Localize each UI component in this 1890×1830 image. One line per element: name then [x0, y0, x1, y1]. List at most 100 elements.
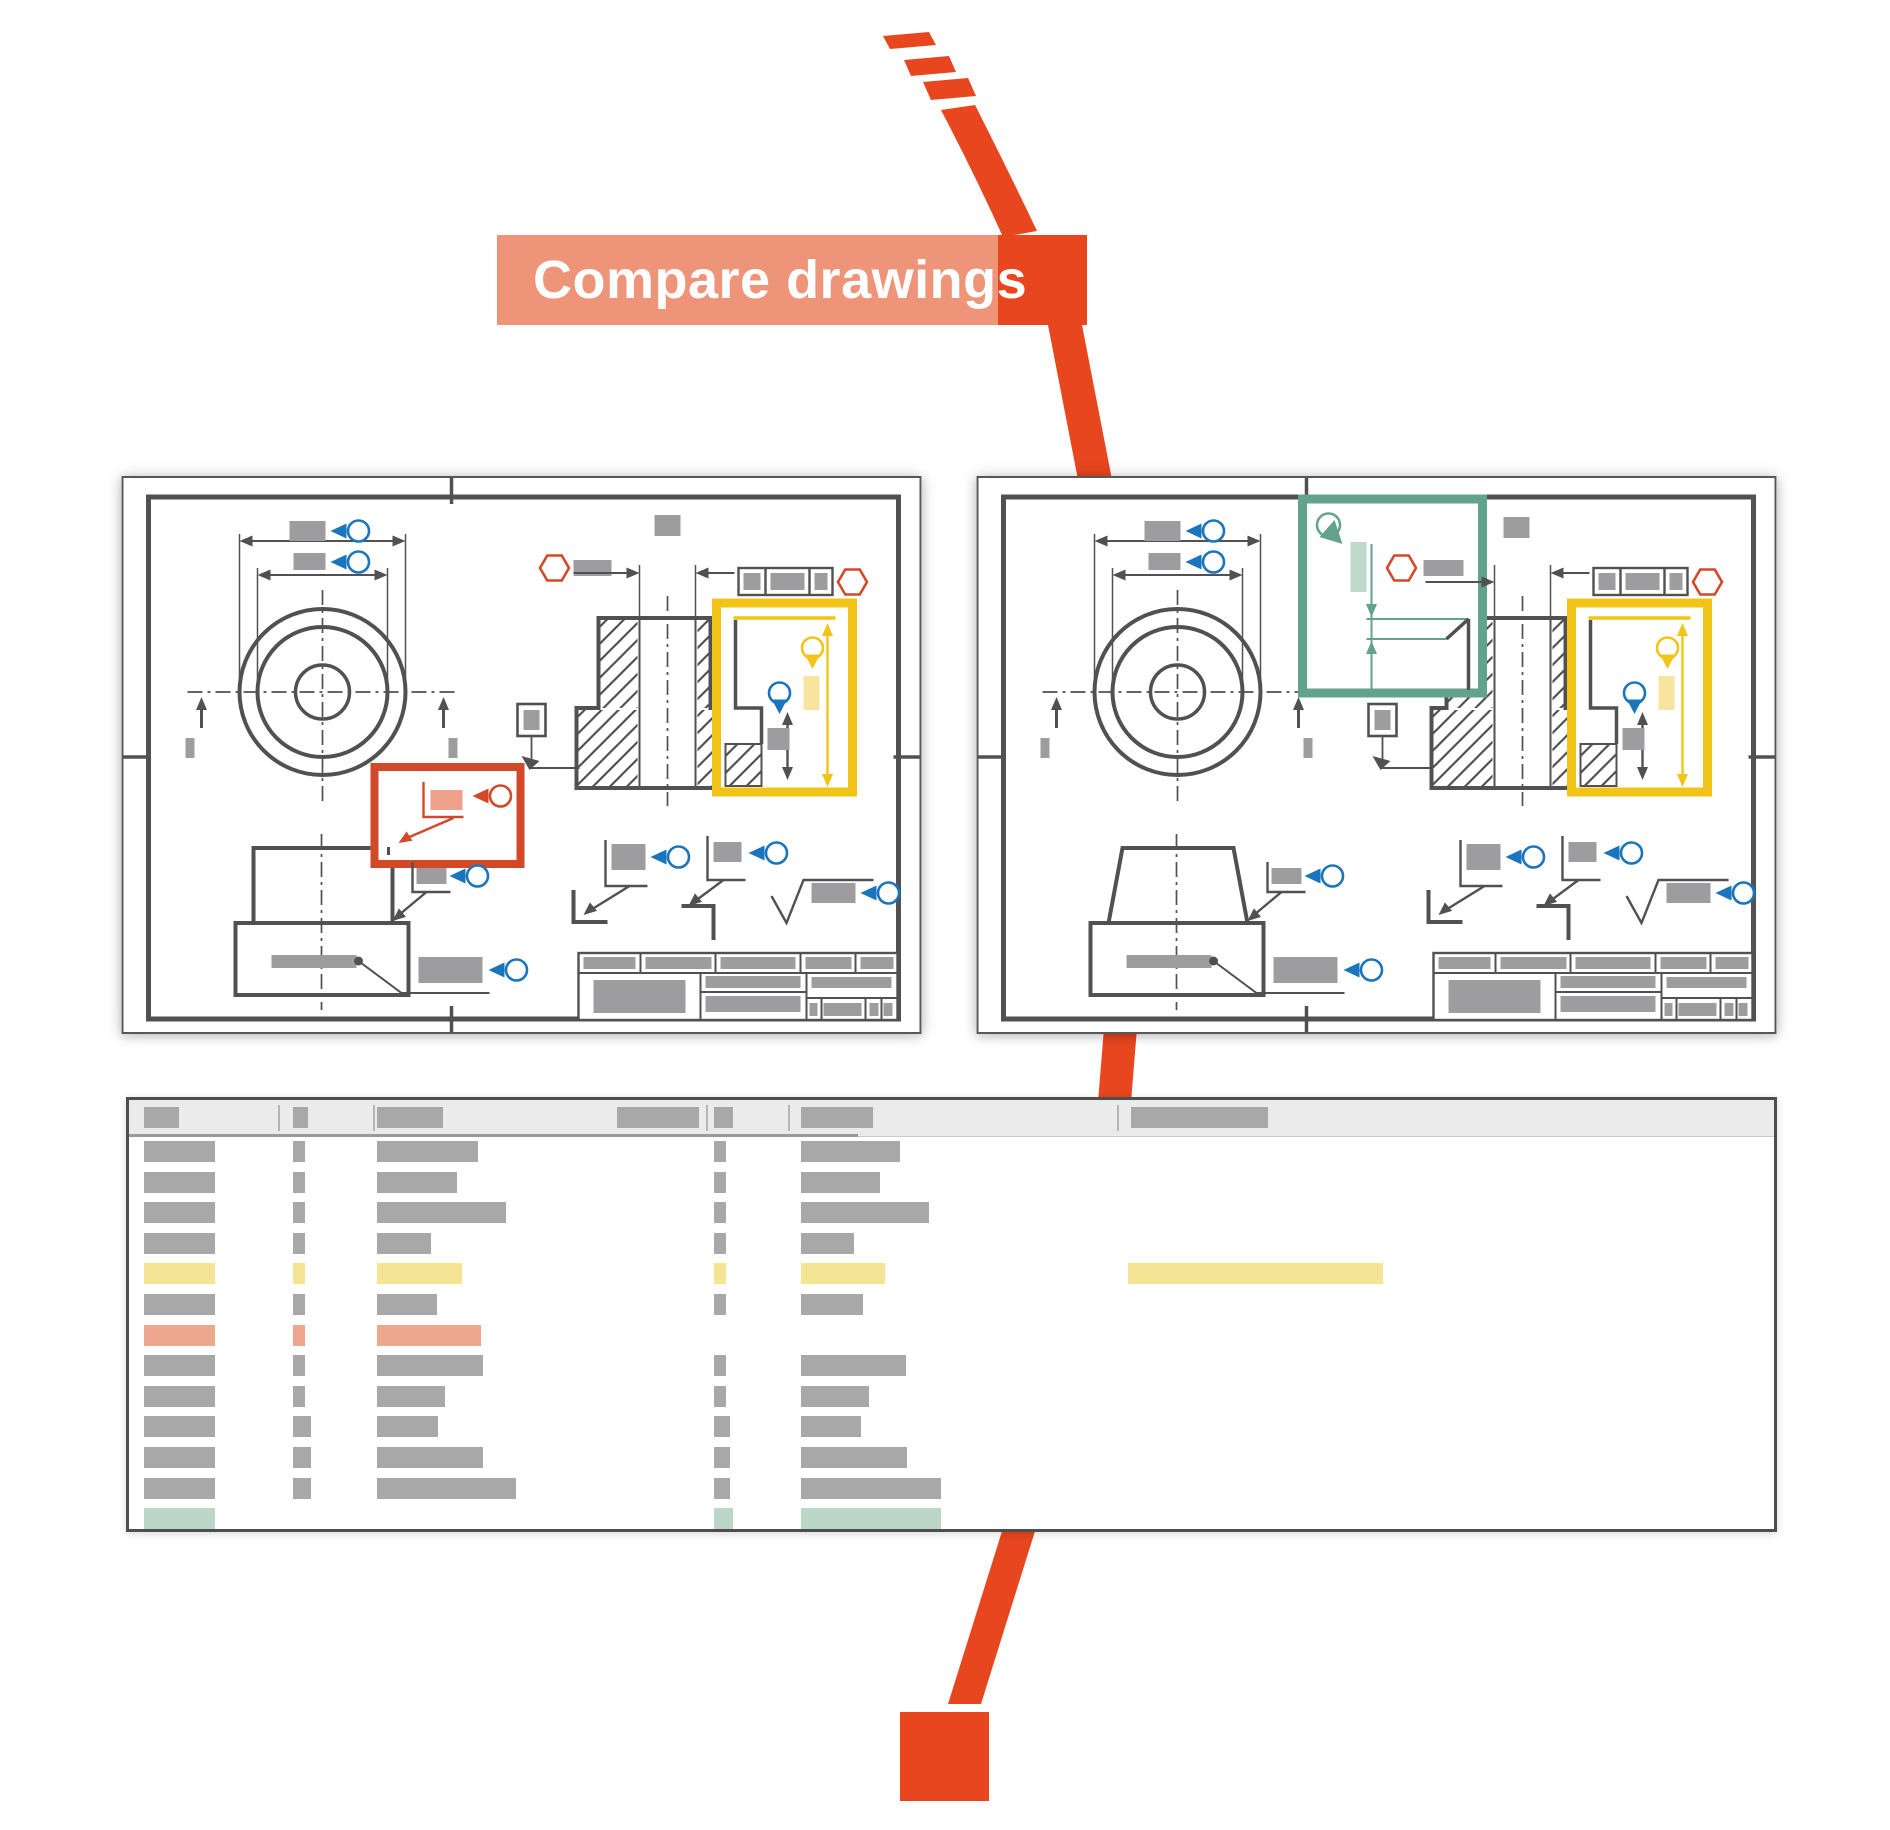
flow-endpoint-square [900, 1712, 989, 1801]
cell-bar [144, 1141, 215, 1162]
cell-bar [377, 1171, 457, 1193]
removed-annotation-highlight-box[interactable] [370, 763, 525, 868]
cell-bar [801, 1263, 885, 1285]
table-row-normal[interactable] [129, 1447, 1774, 1468]
cell-bar [293, 1416, 311, 1438]
banner-label: Compare drawings [533, 250, 1028, 310]
cell-bar [293, 1232, 305, 1254]
cell-bar [377, 1202, 506, 1224]
cell-bar [377, 1324, 481, 1346]
cell-bar [293, 1385, 305, 1407]
header-divider [1117, 1105, 1119, 1131]
green-balloon-icon [1319, 520, 1343, 544]
cell-bar [377, 1355, 483, 1377]
cell-bar [1128, 1263, 1383, 1285]
cell-bar [714, 1508, 733, 1530]
feature-banner: Compare drawings [497, 235, 1028, 325]
cell-bar [801, 1508, 941, 1530]
cell-bar [801, 1171, 880, 1193]
flow-node-square [998, 235, 1087, 325]
cell-bar [377, 1141, 478, 1162]
cell-bar [801, 1385, 869, 1407]
table-row-added[interactable] [129, 1508, 1774, 1530]
cell-bar [377, 1416, 438, 1438]
flow-dash [883, 32, 936, 49]
cell-bar [714, 1141, 726, 1162]
cell-bar [144, 1202, 215, 1224]
cell-bar [293, 1202, 305, 1224]
flow-segment [941, 105, 1037, 237]
cell-bar [801, 1202, 929, 1224]
cell-bar [714, 1171, 726, 1193]
cell-bar [801, 1447, 907, 1468]
comparison-results-table[interactable] [126, 1097, 1777, 1532]
cell-bar [144, 1416, 215, 1438]
cell-bar [801, 1141, 900, 1162]
flow-segment [948, 1528, 1036, 1704]
cell-bar [377, 1385, 445, 1407]
header-cell-bar [617, 1107, 699, 1128]
drawing-right-canvas[interactable] [976, 476, 1777, 1034]
cell-bar [714, 1202, 726, 1224]
table-row-normal[interactable] [129, 1202, 1774, 1224]
flow-dash [904, 56, 956, 76]
cell-bar [144, 1232, 215, 1254]
table-row-normal[interactable] [129, 1477, 1774, 1499]
cell-bar [144, 1263, 215, 1285]
cell-bar [293, 1171, 305, 1193]
cell-bar [377, 1232, 431, 1254]
cell-bar [144, 1477, 215, 1499]
cell-bar [144, 1508, 215, 1530]
header-cell-bar [801, 1107, 873, 1128]
cell-bar [714, 1294, 726, 1315]
header-cell-bar [1131, 1107, 1268, 1128]
table-row-normal[interactable] [129, 1294, 1774, 1315]
cell-bar [801, 1477, 941, 1499]
header-divider [706, 1105, 708, 1131]
note-dimension [538, 554, 640, 582]
cell-bar [293, 1355, 305, 1377]
cell-bar [377, 1447, 483, 1468]
table-row-removed[interactable] [129, 1324, 1774, 1346]
header-underline [129, 1134, 858, 1137]
flow-segment [1048, 325, 1114, 490]
cell-bar [714, 1263, 726, 1285]
cell-bar [144, 1294, 215, 1315]
table-header [129, 1100, 1774, 1137]
cell-bar [293, 1447, 311, 1468]
cell-bar [801, 1294, 863, 1315]
cell-bar [801, 1416, 861, 1438]
table-row-modified[interactable] [129, 1263, 1774, 1285]
table-row-normal[interactable] [129, 1385, 1774, 1407]
drawing-left-canvas[interactable] [121, 476, 922, 1034]
cell-bar [293, 1324, 305, 1346]
flow-segment [1098, 1028, 1137, 1102]
cell-bar [144, 1355, 215, 1377]
note-mark [1503, 517, 1530, 538]
cell-bar [714, 1232, 726, 1254]
header-cell-bar [144, 1107, 179, 1128]
cell-bar [293, 1477, 311, 1499]
table-row-normal[interactable] [129, 1416, 1774, 1438]
header-cell-bar [293, 1107, 308, 1128]
cell-bar [714, 1447, 730, 1468]
cell-bar [144, 1385, 215, 1407]
table-row-normal[interactable] [129, 1171, 1774, 1193]
cell-bar [714, 1355, 726, 1377]
header-cell-bar [714, 1107, 733, 1128]
flow-dash [923, 78, 976, 100]
cell-bar [714, 1416, 730, 1438]
cell-bar [714, 1385, 726, 1407]
cell-bar [144, 1324, 215, 1346]
added-annotation-highlight-box[interactable] [1298, 494, 1495, 698]
table-row-normal[interactable] [129, 1232, 1774, 1254]
header-cell-bar [377, 1107, 443, 1128]
table-row-normal[interactable] [129, 1141, 1774, 1162]
cell-bar [293, 1141, 305, 1162]
cell-bar [293, 1294, 305, 1315]
header-divider [278, 1105, 280, 1131]
cell-bar [377, 1294, 437, 1315]
table-row-normal[interactable] [129, 1355, 1774, 1377]
cell-bar [293, 1263, 305, 1285]
header-divider [788, 1105, 790, 1131]
